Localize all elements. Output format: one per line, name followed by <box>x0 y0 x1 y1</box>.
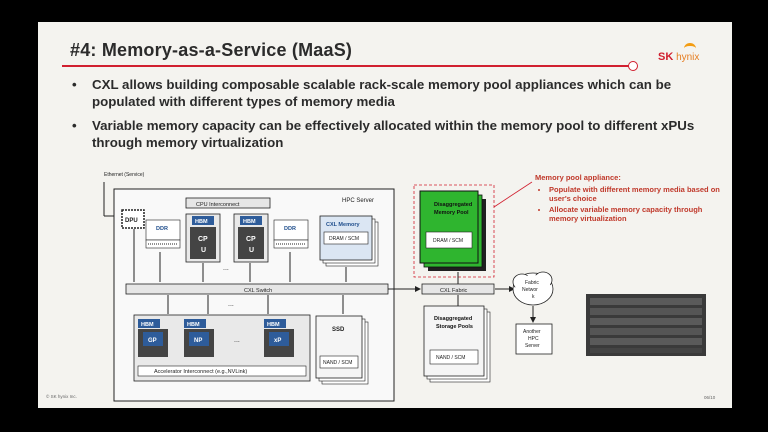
bullet-item: • CXL allows building composable scalabl… <box>66 76 716 110</box>
cxl-fabric-label: CXL Fabric <box>440 288 468 294</box>
slide-title: #4: Memory-as-a-Service (MaaS) <box>70 40 353 60</box>
logo-hynix: hynix <box>676 52 700 63</box>
svg-text:Server: Server <box>525 343 540 349</box>
cpu-chip <box>190 227 216 259</box>
ethernet-label: Ethernet (Service) <box>104 172 145 178</box>
cxl-switch-label: CXL Switch <box>244 288 272 294</box>
hbm-chip <box>192 216 214 225</box>
hbm-label: HBM <box>243 219 256 225</box>
dpu-box <box>121 209 145 229</box>
cpu-label: CP <box>246 236 256 243</box>
dram-scm-box <box>323 231 369 245</box>
hbm-label: HBM <box>267 322 280 328</box>
hbm-chip <box>240 216 262 225</box>
ellipsis: ... <box>223 265 229 272</box>
hbm-label: HBM <box>141 322 154 328</box>
cpu-label: CP <box>198 236 208 243</box>
dram-scm-label: DRAM / SCM <box>329 236 359 242</box>
svg-text:Memory Pool: Memory Pool <box>434 210 469 216</box>
svg-text:NP: NP <box>194 338 202 344</box>
nand-scm-box <box>319 355 359 369</box>
bullet-text: Variable memory capacity can be effectiv… <box>92 118 695 150</box>
bullet-text: CXL allows building composable scalable … <box>92 77 672 109</box>
hbm-label: HBM <box>195 219 208 225</box>
fabric-network-label: Fabric <box>525 280 539 286</box>
cpu-interconnect-label: CPU Interconnect <box>196 202 240 208</box>
footer-page-number: 06/10 <box>704 395 716 400</box>
accelerator-interconnect-label: Accelerator Interconnect (e.g.,NVLink) <box>154 369 247 375</box>
ddr-label: DDR <box>284 226 296 232</box>
svg-text:xP: xP <box>274 338 281 344</box>
sk-hynix-logo-icon <box>684 43 696 54</box>
storage-pool-box <box>423 305 485 377</box>
nand-scm-box <box>429 349 479 365</box>
svg-text:k: k <box>532 294 535 300</box>
hbm-label: HBM <box>187 322 200 328</box>
note-item: Allocate variable memory capacity throug… <box>549 205 725 223</box>
note-connector <box>493 181 533 208</box>
architecture-diagram: Ethernet (Service) HPC Server DPU CPU In… <box>103 172 706 402</box>
memory-pool-note: Memory pool appliance: Populate with dif… <box>535 173 725 225</box>
cpu-label: U <box>201 247 206 254</box>
memory-pool-label: Disaggregated <box>434 202 472 208</box>
bullet-dot-icon: • <box>72 77 77 92</box>
note-heading: Memory pool appliance: <box>535 173 621 182</box>
vertical-links <box>133 229 347 282</box>
ellipsis: ... <box>234 337 240 344</box>
another-hpc-server-box <box>515 323 553 355</box>
fabric-network-cloud-icon <box>512 271 554 306</box>
hbm-chip <box>264 319 286 328</box>
svg-text:Another: Another <box>523 329 541 335</box>
hbm-chip <box>138 319 160 328</box>
accelerator-interconnect-bar <box>137 365 307 377</box>
ddr-label: DDR <box>156 226 168 232</box>
slide: #4: Memory-as-a-Service (MaaS) SK hynix … <box>38 22 732 408</box>
cpu-chip <box>238 227 264 259</box>
note-item: Populate with different memory media bas… <box>549 185 725 203</box>
nand-scm-label: NAND / SCM <box>436 355 465 361</box>
sk-hynix-logo: SK hynix <box>658 51 699 63</box>
ellipsis: ... <box>228 301 234 308</box>
bullet-item: • Variable memory capacity can be effect… <box>66 117 716 151</box>
ssd-box <box>315 315 363 379</box>
title-underline <box>62 65 630 67</box>
hbm-chip <box>184 319 206 328</box>
vertical-links <box>167 295 344 314</box>
ssd-label: SSD <box>332 327 345 333</box>
svg-text:Storage Pools: Storage Pools <box>436 324 473 330</box>
svg-text:HPC: HPC <box>528 336 539 342</box>
nand-scm-label: NAND / SCM <box>323 360 352 366</box>
rack-appliance-image <box>586 294 706 356</box>
storage-pool-label: Disaggregated <box>434 316 472 322</box>
footer-copyright: © SK hynix Inc. <box>46 394 77 399</box>
cpu-label: U <box>249 247 254 254</box>
memory-pool-box <box>419 190 479 264</box>
bullet-list: • CXL allows building composable scalabl… <box>66 76 716 158</box>
hpc-server-label: HPC Server <box>342 198 374 204</box>
cxl-memory-label: CXL Memory <box>326 222 360 228</box>
dpu-label: DPU <box>125 218 138 224</box>
bullet-dot-icon: • <box>72 118 77 133</box>
memory-pool-highlight <box>413 184 495 278</box>
svg-text:GP: GP <box>148 338 157 344</box>
cpu-interconnect-bar <box>185 197 271 209</box>
dram-scm-box <box>425 231 473 249</box>
title-line-end-dot <box>628 61 638 71</box>
dram-scm-label: DRAM / SCM <box>433 238 463 244</box>
logo-sk: SK <box>658 51 674 63</box>
svg-text:Networ: Networ <box>522 287 538 293</box>
